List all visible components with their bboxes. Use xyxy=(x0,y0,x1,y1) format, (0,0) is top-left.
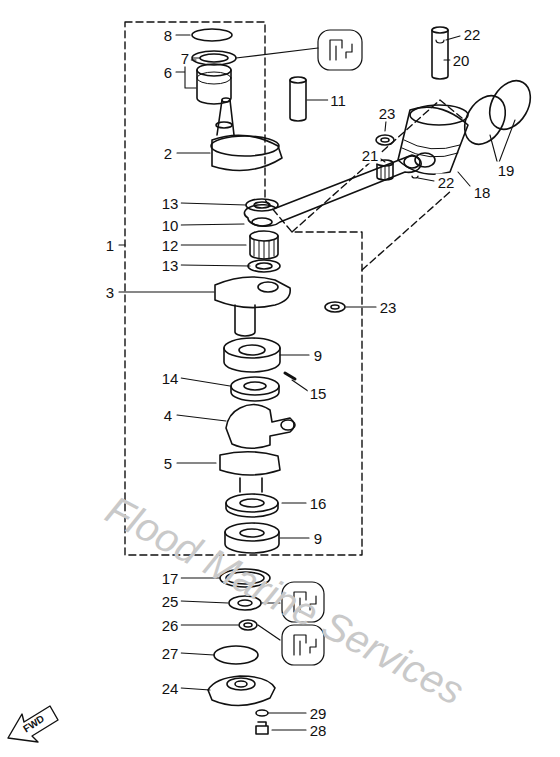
callout-number: 21 xyxy=(360,147,381,164)
callout-number: 26 xyxy=(160,617,181,634)
callout-number: 12 xyxy=(160,237,181,254)
lower-crank xyxy=(220,373,295,553)
callout-number: 16 xyxy=(308,495,329,512)
callout-number: 27 xyxy=(160,645,181,662)
callout-number: 25 xyxy=(160,593,181,610)
direction-label: FWD xyxy=(20,712,49,737)
callout-number: 19 xyxy=(496,162,517,179)
callout-number: 6 xyxy=(162,64,174,81)
callout-number: 13 xyxy=(160,257,181,274)
callout-number: 23 xyxy=(377,105,398,122)
assembly-boundary xyxy=(125,22,462,555)
callout-number: 15 xyxy=(308,385,329,402)
callout-number: 17 xyxy=(160,570,181,587)
callout-number: 24 xyxy=(160,680,181,697)
upper-crank-parts xyxy=(192,29,306,171)
callout-number: 9 xyxy=(312,347,324,364)
callout-number: 8 xyxy=(162,27,174,44)
callout-number: 22 xyxy=(436,174,457,191)
callout-number: 22 xyxy=(462,26,483,43)
callout-number: 4 xyxy=(162,407,174,424)
callout-number: 5 xyxy=(162,455,174,472)
callout-number: 18 xyxy=(472,184,493,201)
callout-number: 13 xyxy=(160,195,181,212)
callout-number: 10 xyxy=(160,217,181,234)
callout-number: 29 xyxy=(308,705,329,722)
callout-number: 9 xyxy=(312,530,324,547)
forward-arrow xyxy=(8,706,58,742)
callout-number: 3 xyxy=(104,284,116,301)
watermark: Flood Marine Services xyxy=(100,489,470,711)
connecting-rod xyxy=(244,155,421,272)
callout-number: 23 xyxy=(378,299,399,316)
callout-number: 2 xyxy=(162,145,174,162)
callout-number: 11 xyxy=(328,92,348,109)
callout-number: 7 xyxy=(179,50,191,67)
crank-web xyxy=(215,277,290,372)
callout-number: 28 xyxy=(308,722,329,739)
callout-number: 20 xyxy=(451,52,472,69)
callout-number: 14 xyxy=(160,370,181,387)
piston-assembly xyxy=(325,27,539,312)
callout-number: 1 xyxy=(104,237,116,254)
